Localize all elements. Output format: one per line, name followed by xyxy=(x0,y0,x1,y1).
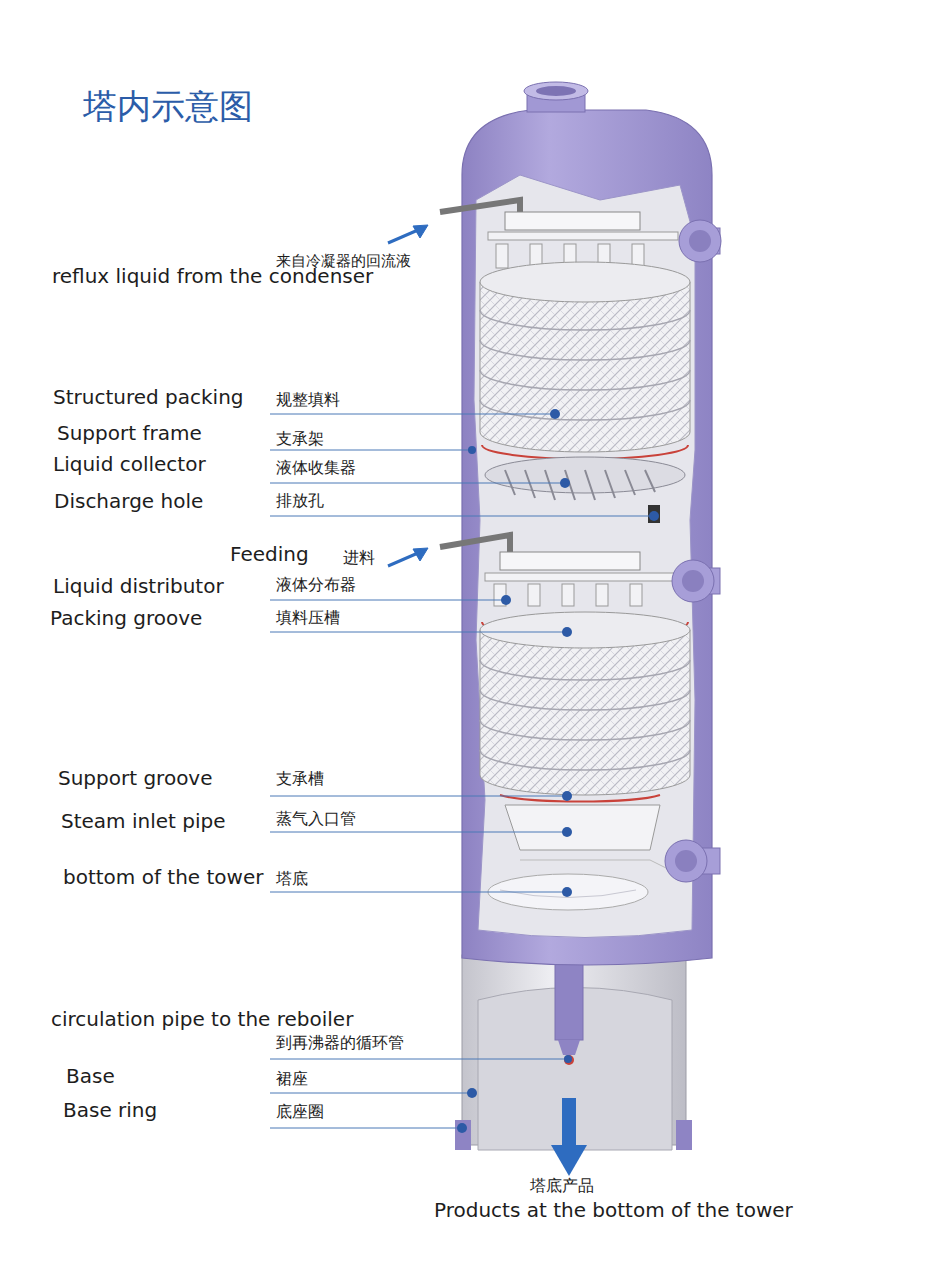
part-label: 支承架 xyxy=(276,429,324,448)
part-label: 到再沸器的循环管 xyxy=(276,1033,404,1052)
part-label: Liquid distributor xyxy=(53,574,224,598)
part-label: 排放孔 xyxy=(276,491,324,510)
diagram-title: 塔内示意图 xyxy=(83,84,253,130)
part-label: Base ring xyxy=(63,1098,157,1122)
part-label: 裙座 xyxy=(276,1069,308,1088)
part-label: Feeding xyxy=(230,542,309,566)
part-label: bottom of the tower xyxy=(63,865,263,889)
part-label: 底座圈 xyxy=(276,1102,324,1121)
part-label: Structured packing xyxy=(53,385,244,409)
part-label: 规整填料 xyxy=(276,390,340,409)
part-label: 支承槽 xyxy=(276,769,324,788)
part-label: Support groove xyxy=(58,766,213,790)
part-label: 塔底 xyxy=(276,869,308,888)
part-label: 液体分布器 xyxy=(276,575,356,594)
part-label: 填料压槽 xyxy=(276,608,340,627)
part-label: Liquid collector xyxy=(53,452,206,476)
part-label: Support frame xyxy=(57,421,202,445)
part-label: 液体收集器 xyxy=(276,458,356,477)
part-label: Products at the bottom of the tower xyxy=(434,1198,793,1222)
part-label: 塔底产品 xyxy=(530,1176,594,1195)
part-label: 蒸气入口管 xyxy=(276,809,356,828)
part-label: Packing groove xyxy=(50,606,202,630)
part-label: 进料 xyxy=(343,548,375,567)
part-label: circulation pipe to the reboiler xyxy=(51,1007,353,1031)
part-label: Steam inlet pipe xyxy=(61,809,225,833)
part-label: Base xyxy=(66,1064,115,1088)
part-label: Discharge hole xyxy=(54,489,203,513)
part-label: reflux liquid from the condenser xyxy=(52,264,373,288)
